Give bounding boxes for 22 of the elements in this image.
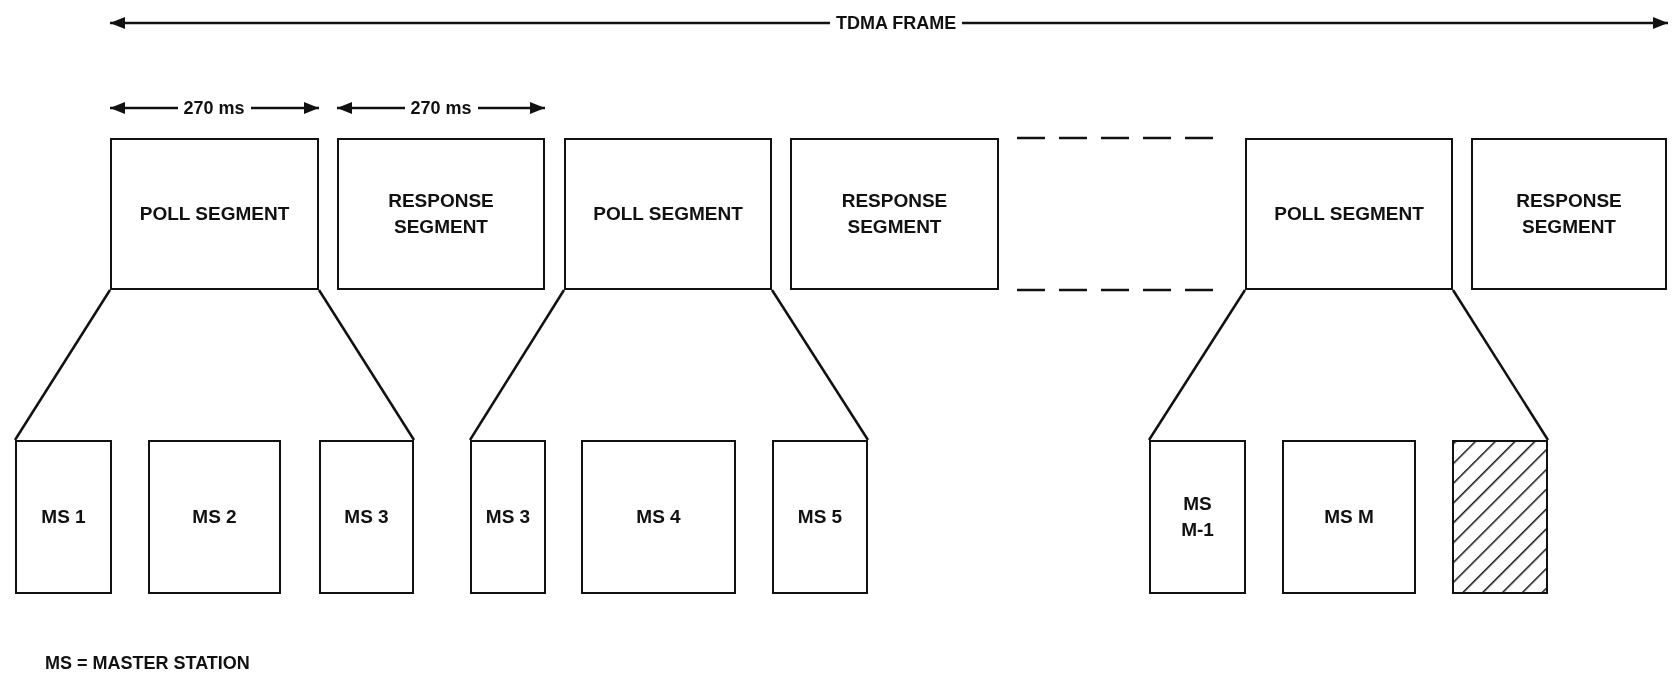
station-slot-box: MS 5 [772,440,868,594]
station-slot-box: MS 4 [581,440,736,594]
segment-box: RESPONSE SEGMENT [790,138,999,290]
segment-box: RESPONSE SEGMENT [1471,138,1667,290]
segment-box: RESPONSE SEGMENT [337,138,545,290]
station-slot-box: MS 3 [319,440,414,594]
hatched-slot-box [1452,440,1548,594]
expansion-line [13,289,112,441]
station-slot-box: MS M-1 [1149,440,1246,594]
expansion-line [317,289,416,441]
segment-box: POLL SEGMENT [110,138,319,290]
note-text: MS = MASTER STATION [45,652,250,674]
station-slot-box: MS 1 [15,440,112,594]
expansion-line [770,289,870,441]
segment-box: POLL SEGMENT [564,138,772,290]
station-slot-box: MS M [1282,440,1416,594]
expansion-line [1147,289,1247,441]
station-slot-box: MS 3 [470,440,546,594]
segment-box: POLL SEGMENT [1245,138,1453,290]
expansion-line [1451,289,1550,441]
station-slot-box: MS 2 [148,440,281,594]
expansion-line [468,289,566,441]
